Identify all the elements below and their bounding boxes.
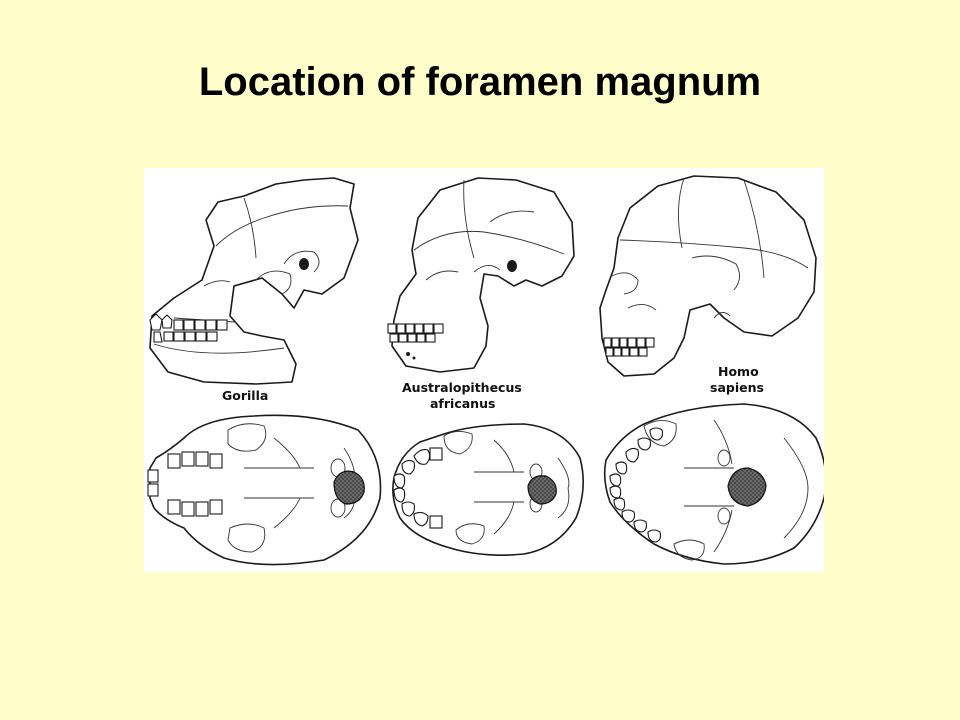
australopithecus-basal-dental-arcade	[393, 447, 443, 529]
gorilla-side-teeth	[149, 313, 228, 343]
australopithecus-foramen-magnum	[527, 475, 557, 505]
label-gorilla: Gorilla	[222, 388, 268, 403]
australopithecus-side-teeth	[387, 323, 444, 343]
australopithecus-skull-basal-view	[392, 423, 584, 556]
skull-comparison-figure: Gorilla	[144, 168, 824, 572]
australopithecus-skull-side-view	[387, 177, 575, 373]
homo-sapiens-side-teeth	[603, 337, 655, 357]
gorilla-basal-teeth	[147, 451, 223, 517]
label-australopithecus-line2: africanus	[430, 396, 495, 411]
homo-sapiens-skull-basal-view	[603, 403, 824, 565]
gorilla-foramen-magnum	[333, 470, 365, 505]
homo-sapiens-foramen-magnum	[727, 467, 767, 507]
gorilla-skull-basal-view	[147, 414, 382, 566]
slide-title: Location of foramen magnum	[198, 60, 762, 104]
homo-sapiens-basal-dental-arcade	[609, 427, 664, 543]
label-homo-line2: sapiens	[710, 380, 764, 395]
gorilla-skull-side-view	[149, 177, 359, 385]
label-homo-line1: Homo	[718, 364, 759, 379]
label-australopithecus-line1: Australopithecus	[402, 380, 522, 395]
homo-sapiens-skull-side-view	[599, 175, 817, 377]
